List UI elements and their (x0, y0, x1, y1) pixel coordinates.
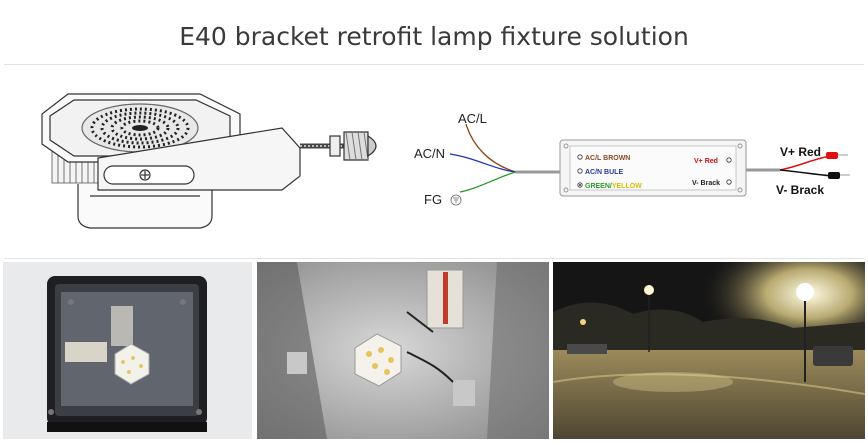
driver-vplus-label: V+ Red (694, 158, 718, 165)
wire-brown (465, 123, 517, 173)
wire-green (459, 171, 517, 193)
output-vplus-label: V+ Red (780, 145, 821, 159)
wire-red-out (779, 155, 831, 171)
divider-top (4, 64, 864, 65)
photo-fixture-interior (257, 262, 549, 439)
label-ac-l: AC/L (458, 111, 487, 126)
wire-black-out (779, 169, 833, 177)
driver-ac-n-label: AC/N BULE (585, 169, 623, 176)
label-fg: FG (424, 192, 442, 207)
photo-night-parking-lot (553, 262, 865, 439)
photo-fixture-box (3, 262, 252, 439)
wiring-diagram: AC/L AC/N FG AC/L BROWN AC/N BULE GREEN/… (41, 93, 850, 229)
output-vminus-label: V- Brack (776, 183, 824, 197)
driver-ac-l-label: AC/L BROWN (585, 155, 630, 162)
lamp-fixture-drawing (41, 93, 377, 229)
e40-screw-base (300, 131, 377, 161)
driver-fg-label: GREEN/YELLOW (585, 183, 642, 190)
driver-vminus-label: V- Brack (692, 180, 720, 187)
led-driver: AC/L BROWN AC/N BULE GREEN/YELLOW V+ Red… (559, 139, 747, 197)
divider-bottom (4, 258, 864, 259)
label-ac-n: AC/N (414, 146, 445, 161)
page-title: E40 bracket retrofit lamp fixture soluti… (179, 22, 689, 51)
wire-blue (449, 153, 517, 173)
